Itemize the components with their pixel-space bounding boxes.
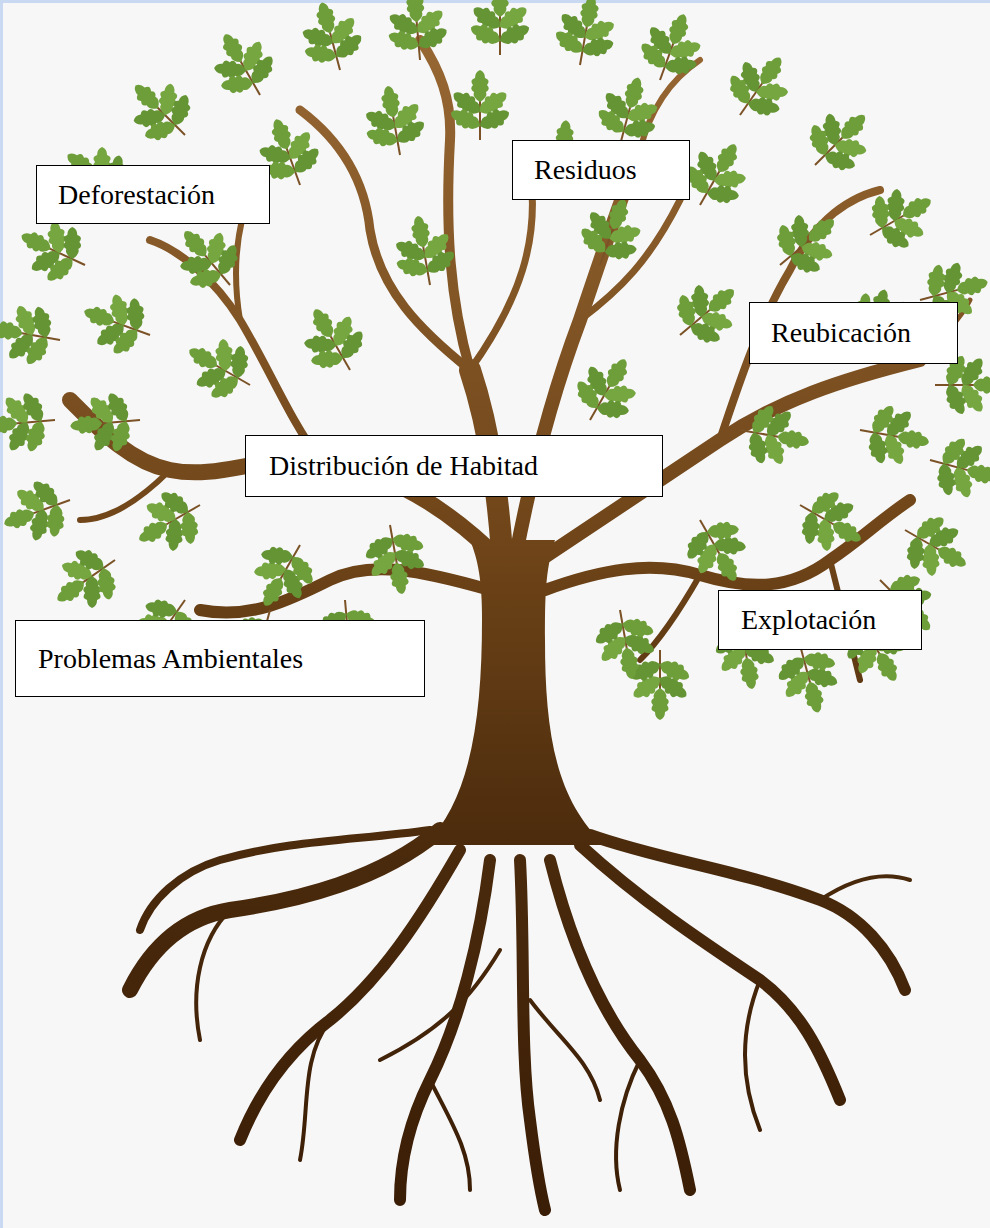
node-label: Deforestación — [58, 178, 215, 212]
root — [430, 1080, 470, 1190]
root — [745, 980, 760, 1130]
label-box: Explotación — [718, 590, 922, 650]
label-box: Residuos — [512, 140, 690, 200]
leaf-cluster — [123, 477, 216, 569]
leaf-cluster — [672, 504, 764, 597]
leaf-cluster — [922, 428, 990, 509]
leaves — [0, 0, 990, 721]
node-label: Explotación — [741, 603, 876, 637]
leaf-cluster — [0, 387, 58, 458]
leaf-cluster — [569, 188, 654, 276]
leaf-cluster — [629, 3, 714, 91]
root — [580, 845, 840, 1100]
root — [590, 835, 905, 990]
leaf-cluster — [290, 0, 371, 78]
leaf-cluster — [381, 0, 452, 63]
leaf-cluster — [197, 18, 289, 111]
leaf-cluster — [854, 172, 947, 264]
root — [530, 1000, 600, 1100]
leaf-cluster — [792, 92, 888, 188]
node-label: Reubicación — [771, 316, 911, 350]
leaf-cluster — [237, 529, 329, 622]
label-box: Distribución de Habitad — [245, 435, 663, 497]
leaf-cluster — [854, 398, 934, 475]
root — [520, 860, 545, 1210]
leaf-cluster — [386, 210, 463, 290]
root — [196, 910, 230, 1040]
leaf-cluster — [734, 398, 814, 475]
leaf-cluster — [548, 0, 625, 71]
leaf-cluster — [73, 280, 161, 365]
root — [130, 830, 440, 990]
leaf-cluster — [784, 477, 877, 569]
label-box: Reubicación — [749, 302, 958, 364]
leaf-cluster — [67, 387, 142, 458]
leaf-cluster — [112, 62, 208, 158]
roots — [130, 830, 910, 1210]
leaf-cluster — [562, 343, 654, 436]
label-box: Problemas Ambientales — [15, 620, 425, 697]
root — [820, 876, 910, 900]
leaf-cluster — [173, 322, 266, 414]
label-box: Deforestación — [36, 165, 270, 224]
root — [300, 1020, 330, 1160]
leaf-cluster — [39, 533, 134, 627]
leaf-cluster — [467, 0, 532, 55]
node-label: Distribución de Habitad — [269, 449, 538, 483]
branch — [420, 40, 470, 370]
root — [400, 860, 490, 1200]
leaf-cluster — [0, 469, 81, 554]
node-label: Problemas Ambientales — [38, 642, 303, 676]
root — [550, 860, 690, 1190]
leaf-cluster — [713, 39, 807, 134]
leaf-cluster — [447, 70, 512, 140]
root — [140, 830, 430, 930]
root — [380, 950, 500, 1060]
leaf-cluster — [358, 519, 435, 599]
leaf-cluster — [356, 80, 433, 160]
leaf-cluster — [0, 296, 66, 373]
leaf-cluster — [759, 195, 855, 290]
leaf-cluster — [287, 293, 379, 386]
leaf-cluster — [160, 210, 255, 306]
leaf-cluster — [588, 604, 665, 684]
root — [616, 1060, 640, 1190]
leaf-cluster — [659, 265, 755, 360]
branch — [470, 170, 533, 370]
branches — [70, 40, 970, 680]
node-label: Residuos — [534, 153, 637, 187]
